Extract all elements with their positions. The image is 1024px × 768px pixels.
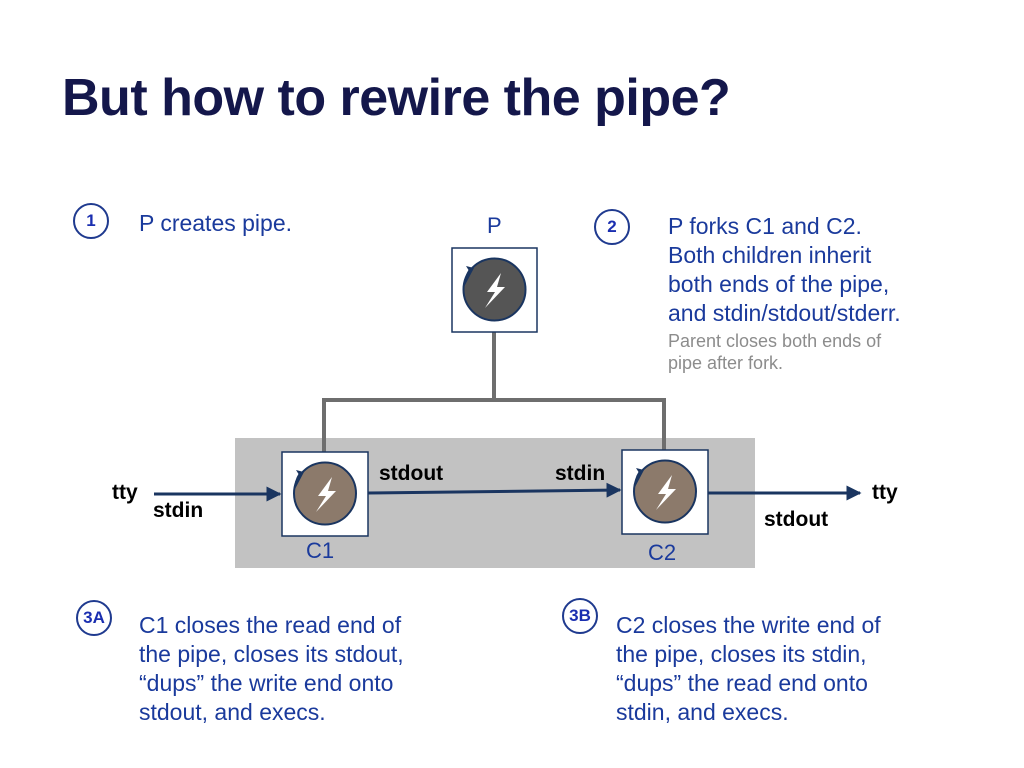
process-c1-box	[281, 451, 369, 537]
lightning-bolt-icon	[316, 477, 336, 512]
c1-stdout-label: stdout	[379, 462, 444, 485]
step-1-line: P creates pipe.	[139, 210, 293, 236]
slide-title: But how to rewire the pipe?	[62, 69, 731, 127]
step-2-line: Both children inherit	[668, 242, 872, 268]
process-c2-arrow-icon	[633, 468, 644, 489]
lightning-bolt-icon	[485, 273, 505, 308]
step-2-badge: 2	[594, 209, 630, 245]
step-3b-line: the pipe, closes its stdin,	[616, 641, 867, 667]
process-c2-label: C2	[648, 540, 677, 565]
c2-stdin-label: stdin	[555, 462, 606, 485]
step-3a-line: the pipe, closes its stdout,	[139, 641, 404, 667]
lightning-bolt-icon	[656, 475, 676, 510]
c2-stdout-label: stdout	[764, 508, 829, 531]
step-3a-text: C1 closes the read end of the pipe, clos…	[139, 611, 404, 727]
step-2-line: both ends of the pipe,	[668, 271, 890, 297]
process-c1-arrow-icon	[293, 470, 304, 491]
step-3b-line: “dups” the read end onto	[616, 670, 868, 696]
step-3a-line: C1 closes the read end of	[139, 612, 402, 638]
step-3a-line: stdout, and execs.	[139, 699, 326, 725]
step-2-line: P forks C1 and C2.	[668, 213, 862, 239]
step-3b-line: C2 closes the write end of	[616, 612, 881, 638]
step-2-note-line: Parent closes both ends of	[668, 331, 882, 351]
step-2-text: P forks C1 and C2. Both children inherit…	[668, 212, 901, 328]
step-1-badge: 1	[73, 203, 109, 239]
process-c1-label: C1	[306, 538, 335, 563]
pipe-arrow	[367, 482, 622, 498]
process-c2-box	[621, 449, 709, 535]
step-3b-badge: 3B	[562, 598, 598, 634]
step-2-note-line: pipe after fork.	[668, 353, 784, 373]
process-p-label: P	[487, 213, 502, 238]
step-2-line: and stdin/stdout/stderr.	[668, 300, 901, 326]
process-p-arrow-icon	[463, 266, 474, 287]
step-3b-line: stdin, and execs.	[616, 699, 789, 725]
step-3a-line: “dups” the write end onto	[139, 670, 394, 696]
tty-right-label: tty	[872, 481, 898, 504]
step-3b-text: C2 closes the write end of the pipe, clo…	[616, 611, 881, 727]
c1-stdin-label: stdin	[153, 499, 204, 522]
step-1-text: P creates pipe.	[139, 209, 292, 238]
tty-left-label: tty	[112, 481, 138, 504]
fork-connector	[322, 332, 666, 453]
step-2-note: Parent closes both ends of pipe after fo…	[668, 330, 881, 374]
step-3a-badge: 3A	[76, 600, 112, 636]
process-p-box	[451, 247, 538, 333]
